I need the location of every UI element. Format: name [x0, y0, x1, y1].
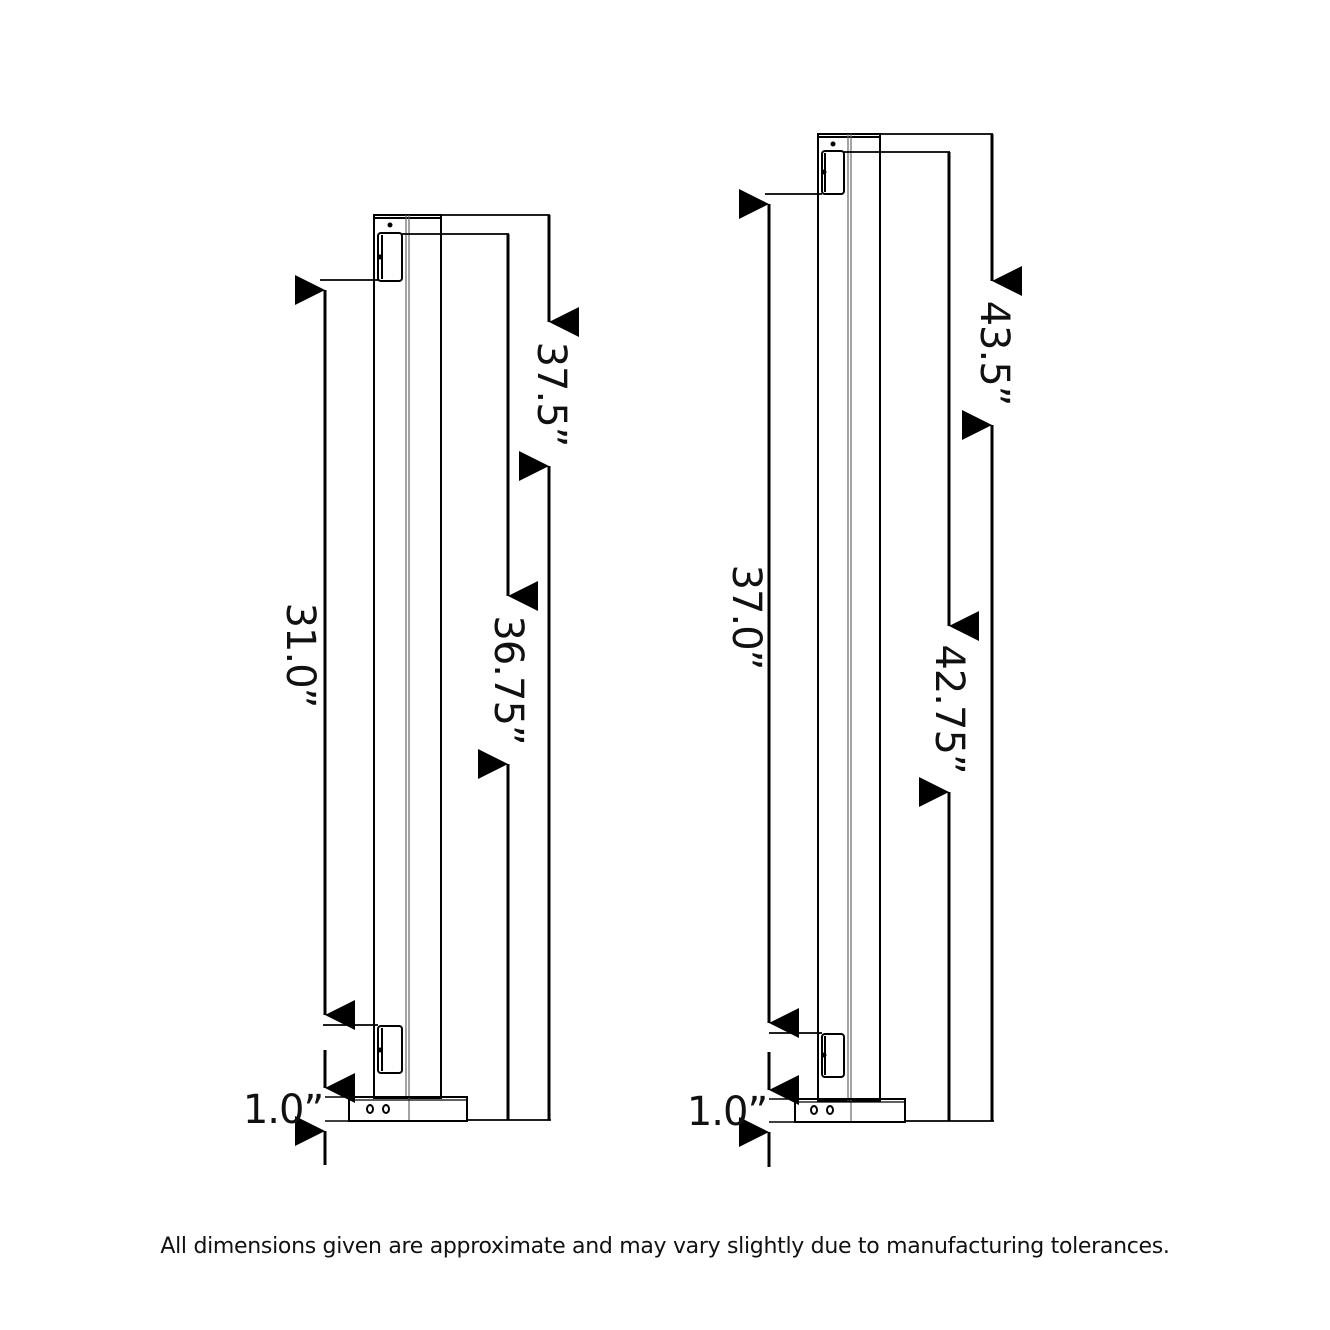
- tall-base-offset-label: 1.0”: [686, 1089, 768, 1135]
- short-base-offset-label: 1.0”: [242, 1087, 324, 1133]
- short-post-bottom-bracket: [377, 1025, 403, 1074]
- tall-overall-height-label: 43.5”: [971, 300, 1017, 406]
- short-post: [295, 214, 579, 1165]
- tall-post: [739, 133, 1022, 1167]
- tall-dim-top-bracket-lines: [844, 151, 979, 1121]
- short-overall-height-label: 37.5”: [528, 341, 574, 447]
- tall-post-top-bracket: [821, 150, 845, 195]
- short-post-top-bracket: [377, 232, 403, 282]
- short-dim-base-lines: [295, 1050, 355, 1165]
- tall-bracket-spacing-label: 37.0”: [723, 564, 769, 670]
- short-post-body: [373, 214, 442, 1120]
- short-post-base-plate: [348, 1096, 468, 1122]
- short-dim-top-bracket-lines: [402, 233, 538, 1120]
- short-dim-bracket-spacing-lines: [295, 275, 378, 1030]
- tall-post-bottom-bracket: [821, 1033, 845, 1078]
- tall-dim-overall-lines: [880, 133, 1022, 1122]
- tall-dim-base-lines: [739, 1052, 799, 1167]
- tall-height-to-top-bracket-label: 42.75”: [926, 644, 972, 774]
- short-height-to-top-bracket-label: 36.75”: [485, 615, 531, 745]
- tall-post-body: [817, 133, 881, 1121]
- disclaimer-text: All dimensions given are approximate and…: [160, 1234, 1170, 1259]
- tall-post-base-plate: [794, 1098, 906, 1123]
- tall-dim-bracket-spacing-lines: [739, 189, 822, 1038]
- short-bracket-spacing-label: 31.0”: [277, 602, 323, 708]
